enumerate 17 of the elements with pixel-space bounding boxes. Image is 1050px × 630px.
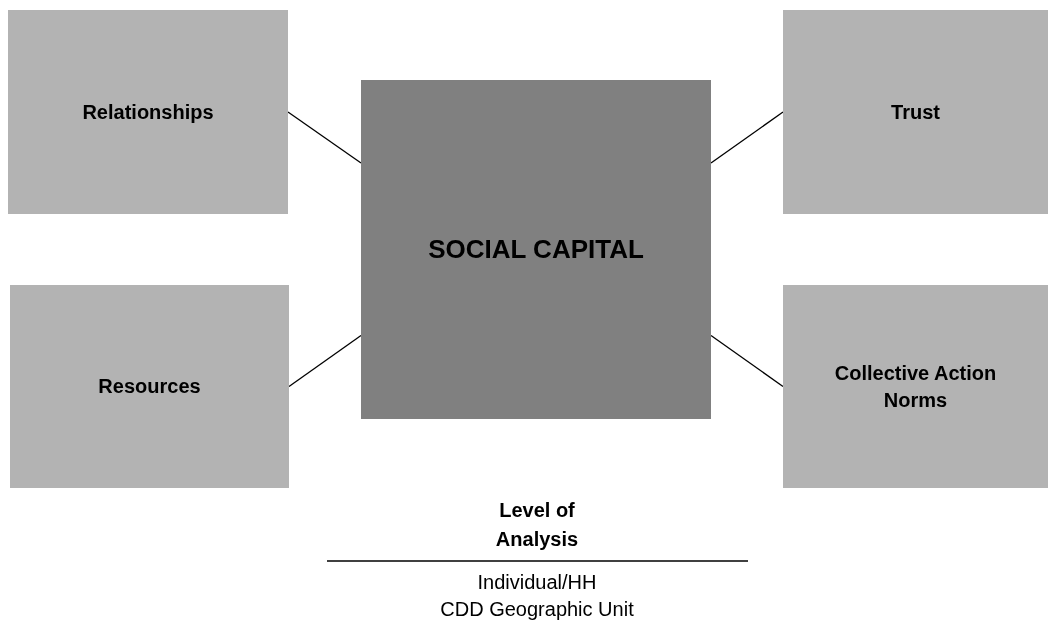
concept-box	[783, 10, 1048, 214]
concept-label: Relationships	[82, 99, 214, 125]
analysis-level-text: Individual/HH	[476, 570, 598, 594]
central-concept-box	[361, 80, 711, 419]
analysis-level-text: CDD Geographic Unit	[439, 597, 635, 621]
connector-line	[288, 334, 362, 388]
concept-label: Collective Action Norms	[833, 360, 998, 413]
concept-label: Resources	[98, 374, 201, 399]
concept-box	[783, 285, 1048, 488]
connector-line	[287, 111, 362, 164]
heading: Level of Analysis	[494, 498, 580, 552]
concept-box	[10, 285, 289, 488]
connector-line	[710, 334, 784, 388]
concept-box	[8, 10, 288, 214]
concept-label: Trust	[891, 99, 940, 125]
connector-line	[710, 111, 784, 164]
concept-label: SOCIAL CAPITAL	[428, 233, 644, 266]
